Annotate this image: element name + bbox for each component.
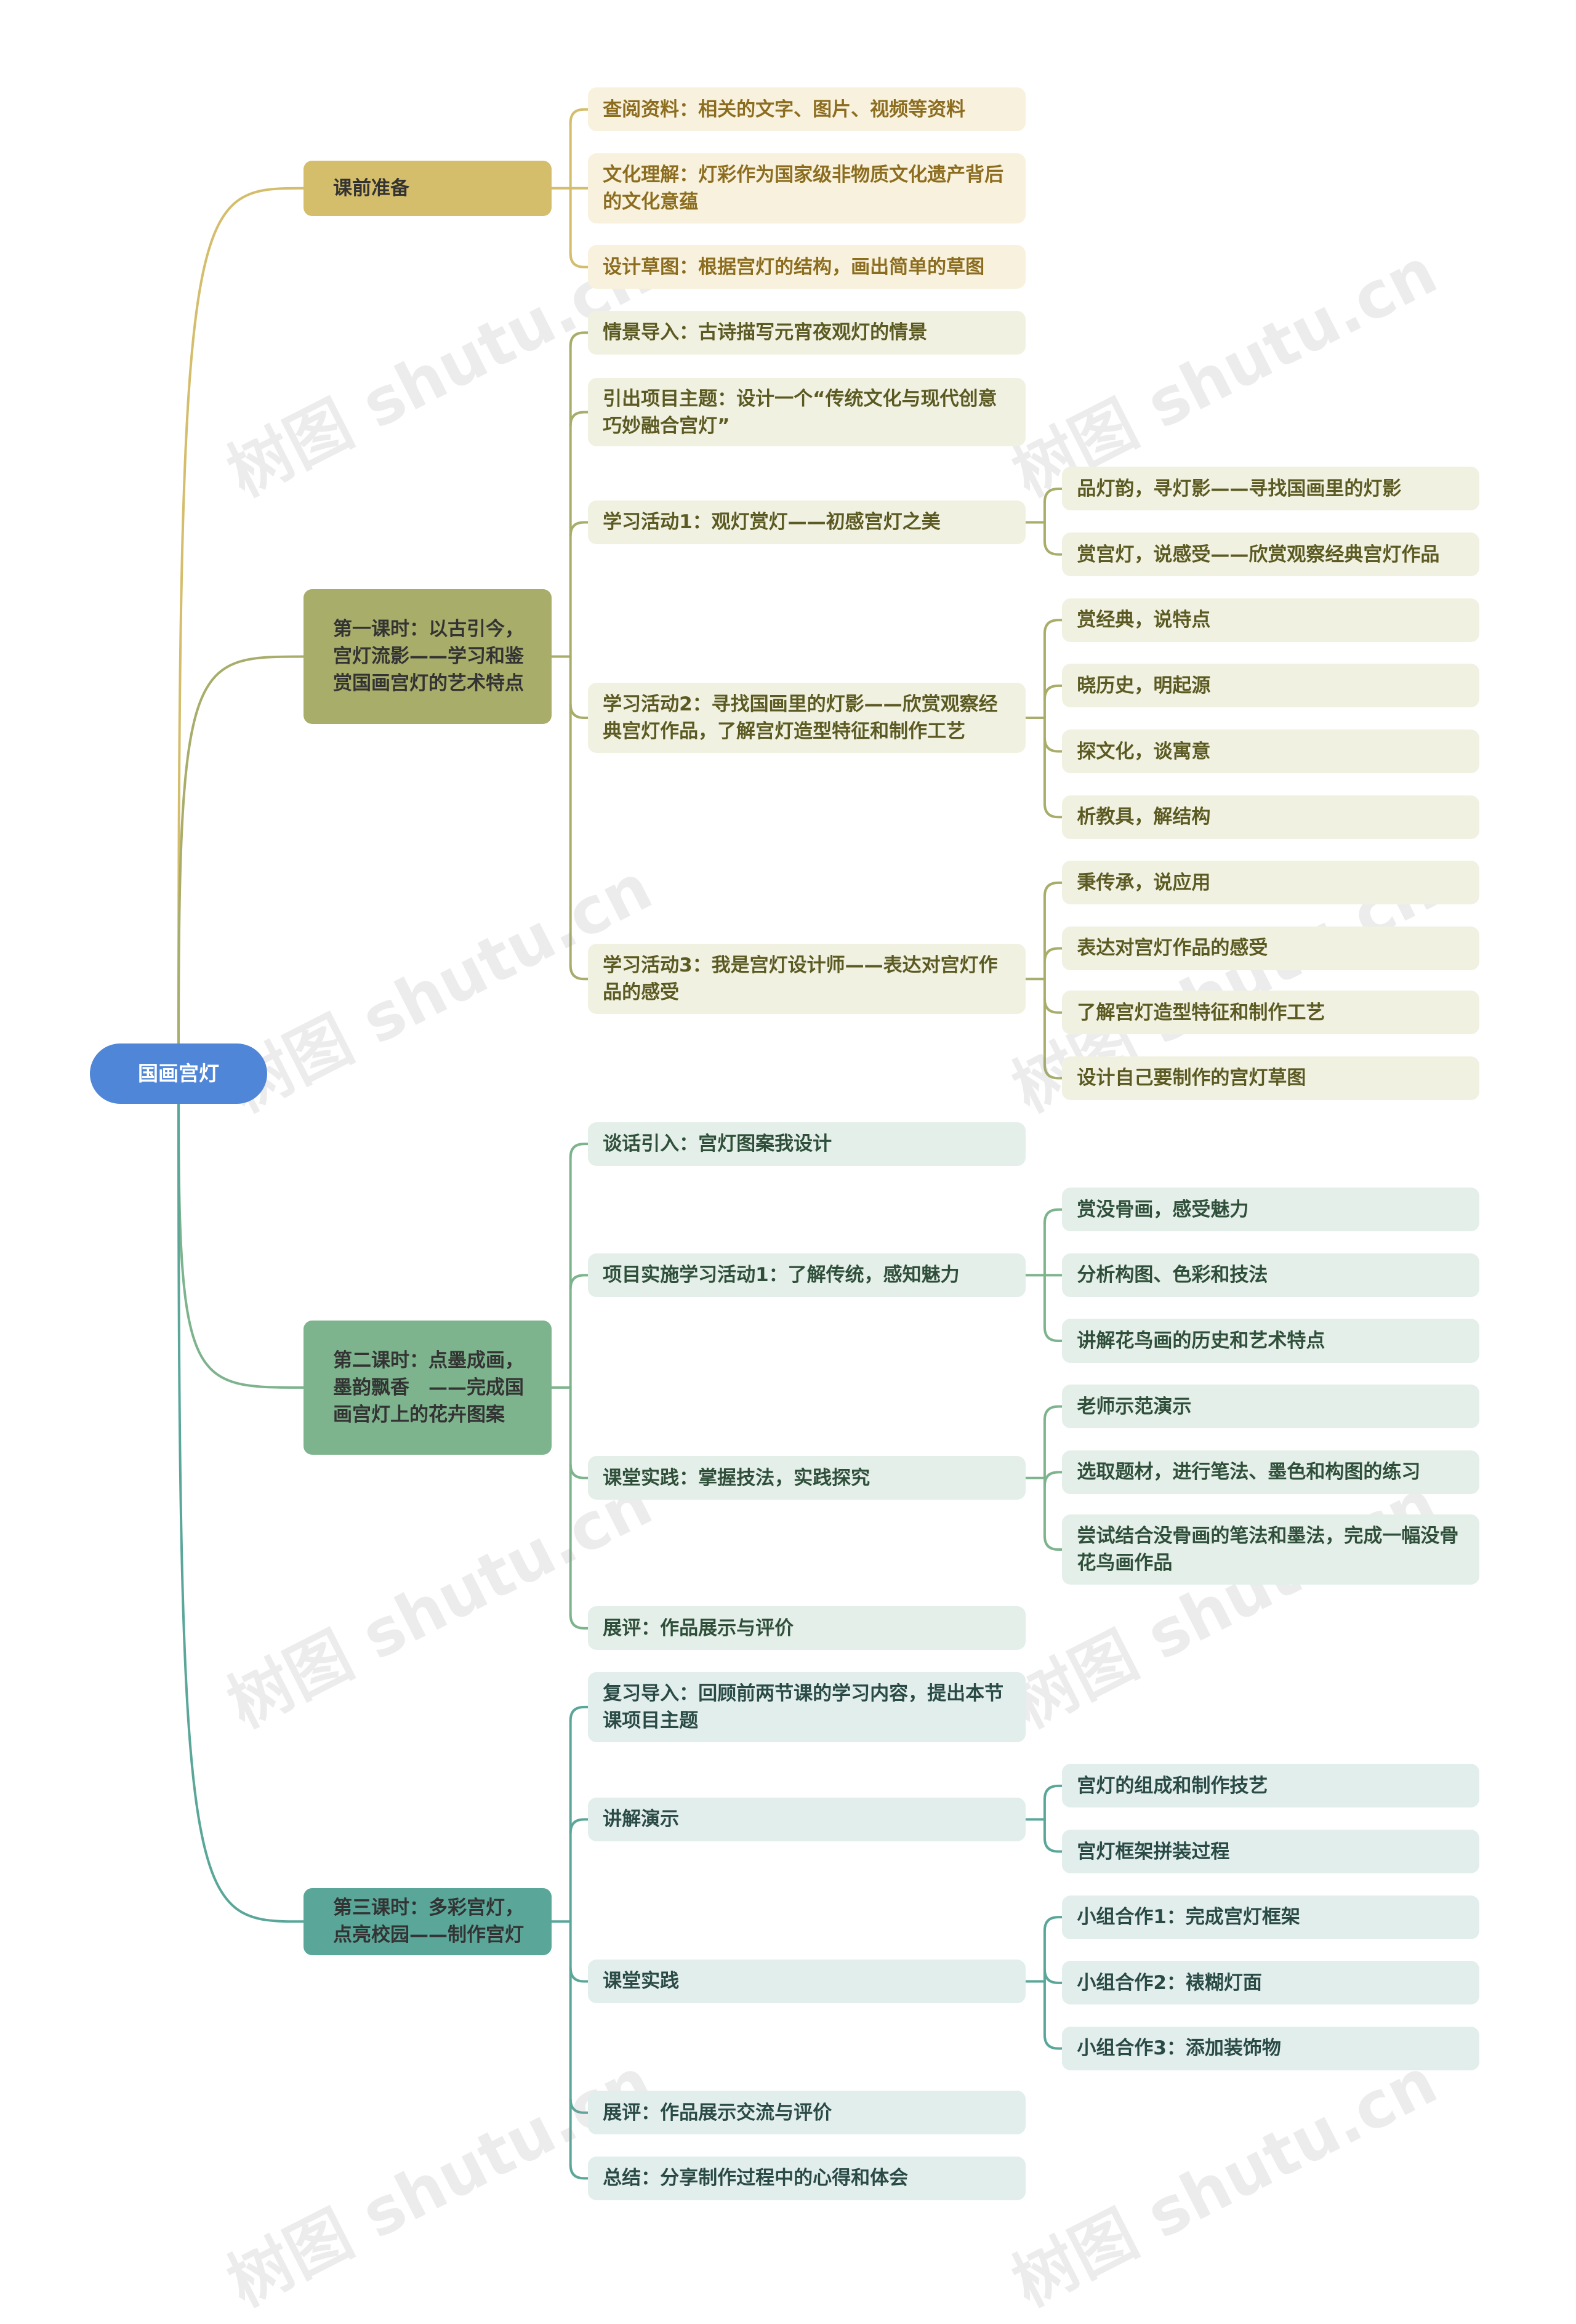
- subtopic-node-0-1[interactable]: 文化理解：灯彩作为国家级非物质文化遗产背后的文化意蕴: [588, 153, 1026, 223]
- sub-links-3-branch-1: [569, 1818, 590, 1835]
- leaf-links-1-4-branch-1: [1043, 947, 1064, 963]
- sub-links-3-branch-0: [569, 1705, 590, 1722]
- sub-links-3-branch-3: [569, 2097, 590, 2114]
- sub-links-0-branch-2: [569, 252, 590, 268]
- leaf-links-3-2-branch-2: [1043, 2033, 1064, 2050]
- root-link-3: [177, 1096, 305, 1923]
- sub-links-2-branch-0: [569, 1143, 590, 1159]
- leaf-links-3-2-branch-1: [1043, 1968, 1064, 1984]
- leaf-node-3-1-1[interactable]: 宫灯框架拼装过程: [1062, 1829, 1480, 1874]
- leaf-links-3-2-branch-0: [1043, 1916, 1064, 1932]
- root-link-0: [177, 187, 305, 1051]
- leaf-links-1-2-branch-1: [1043, 539, 1064, 556]
- leaf-links-1-4-branch-3: [1043, 1063, 1064, 1080]
- topic-node-3[interactable]: 第三课时：多彩宫灯，点亮校园——制作宫灯: [303, 1888, 552, 1955]
- leaf-node-3-2-0[interactable]: 小组合作1：完成宫灯框架: [1062, 1895, 1480, 1939]
- leaf-node-1-4-3[interactable]: 设计自己要制作的宫灯草图: [1062, 1056, 1480, 1100]
- subtopic-node-1-4[interactable]: 学习活动3：我是宫灯设计师——表达对宫灯作品的感受: [588, 944, 1026, 1015]
- leaf-node-1-4-2[interactable]: 了解宫灯造型特征和制作工艺: [1062, 991, 1480, 1035]
- sub-links-3-branch-2: [569, 1966, 590, 1983]
- leaf-node-3-2-2[interactable]: 小组合作3：添加装饰物: [1062, 2026, 1480, 2071]
- subtopic-node-3-4[interactable]: 总结：分享制作过程中的心得和体会: [588, 2156, 1026, 2200]
- leaf-node-1-3-0[interactable]: 赏经典，说特点: [1062, 598, 1480, 642]
- leaf-node-2-1-1[interactable]: 分析构图、色彩和技法: [1062, 1253, 1480, 1297]
- topic-node-0[interactable]: 课前准备: [303, 160, 552, 216]
- leaf-node-3-2-1[interactable]: 小组合作2：裱糊灯面: [1062, 1961, 1480, 2005]
- leaf-node-2-2-2[interactable]: 尝试结合没骨画的笔法和墨法，完成一幅没骨花鸟画作品: [1062, 1514, 1480, 1585]
- leaf-links-2-2-branch-1: [1043, 1471, 1064, 1487]
- subtopic-node-3-2[interactable]: 课堂实践: [588, 1959, 1026, 2003]
- leaf-node-1-3-3[interactable]: 析教具，解结构: [1062, 795, 1480, 839]
- leaf-links-1-2-branch-0: [1043, 487, 1064, 504]
- subtopic-node-1-0[interactable]: 情景导入：古诗描写元宵夜观灯的情景: [588, 310, 1026, 355]
- subtopic-node-2-3[interactable]: 展评：作品展示与评价: [588, 1606, 1026, 1651]
- sub-links-1-branch-1: [569, 411, 590, 427]
- leaf-links-2-2-branch-2: [1043, 1534, 1064, 1551]
- leaf-node-2-2-1[interactable]: 选取题材，进行笔法、墨色和构图的练习: [1062, 1450, 1480, 1494]
- leaf-links-3-1-branch-1: [1043, 1836, 1064, 1853]
- leaf-links-1-3-branch-3: [1043, 802, 1064, 819]
- leaf-node-2-1-0[interactable]: 赏没骨画，感受魅力: [1062, 1188, 1480, 1232]
- subtopic-node-2-1[interactable]: 项目实施学习活动1：了解传统，感知魅力: [588, 1253, 1026, 1297]
- leaf-node-1-2-1[interactable]: 赏宫灯，说感受——欣赏观察经典宫灯作品: [1062, 533, 1480, 577]
- subtopic-node-2-2[interactable]: 课堂实践：掌握技法，实践探究: [588, 1456, 1026, 1500]
- leaf-node-1-4-0[interactable]: 秉传承，说应用: [1062, 861, 1480, 905]
- sub-links-0-branch-0: [569, 108, 590, 124]
- leaf-node-3-1-0[interactable]: 宫灯的组成和制作技艺: [1062, 1764, 1480, 1808]
- subtopic-node-1-1[interactable]: 引出项目主题：设计一个“传统文化与现代创意巧妙融合宫灯”: [588, 377, 1026, 447]
- topic-node-2[interactable]: 第二课时：点墨成画，墨韵飘香 ——完成国画宫灯上的花卉图案: [303, 1320, 552, 1455]
- subtopic-node-3-3[interactable]: 展评：作品展示交流与评价: [588, 2091, 1026, 2135]
- leaf-links-1-3-branch-2: [1043, 736, 1064, 753]
- leaf-links-2-1-branch-0: [1043, 1208, 1064, 1224]
- sub-links-2-branch-3: [569, 1613, 590, 1630]
- sub-links-1-branch-4: [569, 964, 590, 981]
- subtopic-node-1-2[interactable]: 学习活动1：观灯赏灯——初感宫灯之美: [588, 500, 1026, 544]
- leaf-node-1-3-1[interactable]: 晓历史，明起源: [1062, 664, 1480, 708]
- subtopic-node-2-0[interactable]: 谈话引入：宫灯图案我设计: [588, 1122, 1026, 1166]
- leaf-links-1-3-branch-0: [1043, 619, 1064, 635]
- subtopic-node-3-1[interactable]: 讲解演示: [588, 1797, 1026, 1841]
- sub-links-3-branch-4: [569, 2163, 590, 2180]
- sub-links-1-branch-0: [569, 331, 590, 348]
- leaf-links-2-1-branch-2: [1043, 1326, 1064, 1343]
- subtopic-node-0-0[interactable]: 查阅资料：相关的文字、图片、视频等资料: [588, 87, 1026, 132]
- subtopic-node-3-0[interactable]: 复习导入：回顾前两节课的学习内容，提出本节课项目主题: [588, 1672, 1026, 1742]
- leaf-links-1-4-branch-2: [1043, 997, 1064, 1014]
- leaf-node-1-3-2[interactable]: 探文化，谈寓意: [1062, 730, 1480, 774]
- leaf-links-1-3-branch-1: [1043, 684, 1064, 701]
- sub-links-1-branch-2: [569, 521, 590, 537]
- leaf-links-1-4-branch-0: [1043, 881, 1064, 898]
- sub-links-1-branch-3: [569, 703, 590, 720]
- leaf-node-1-2-0[interactable]: 品灯韵，寻灯影——寻找国画里的灯影: [1062, 467, 1480, 511]
- subtopic-node-0-2[interactable]: 设计草图：根据宫灯的结构，画出简单的草图: [588, 245, 1026, 289]
- root-link-1: [177, 655, 305, 1051]
- root-link-2: [177, 1096, 305, 1389]
- leaf-links-3-1-branch-0: [1043, 1784, 1064, 1801]
- root-node[interactable]: 国画宫灯: [90, 1043, 267, 1104]
- leaf-node-2-2-0[interactable]: 老师示范演示: [1062, 1385, 1480, 1429]
- leaf-links-2-2-branch-0: [1043, 1405, 1064, 1421]
- leaf-node-1-4-1[interactable]: 表达对宫灯作品的感受: [1062, 926, 1480, 971]
- subtopic-node-1-3[interactable]: 学习活动2：寻找国画里的灯影——欣赏观察经典宫灯作品，了解宫灯造型特征和制作工艺: [588, 683, 1026, 753]
- sub-links-2-branch-1: [569, 1274, 590, 1290]
- topic-node-1[interactable]: 第一课时：以古引今，宫灯流影——学习和鉴赏国画宫灯的艺术特点: [303, 589, 552, 724]
- sub-links-2-branch-2: [569, 1463, 590, 1479]
- leaf-node-2-1-2[interactable]: 讲解花鸟画的历史和艺术特点: [1062, 1319, 1480, 1363]
